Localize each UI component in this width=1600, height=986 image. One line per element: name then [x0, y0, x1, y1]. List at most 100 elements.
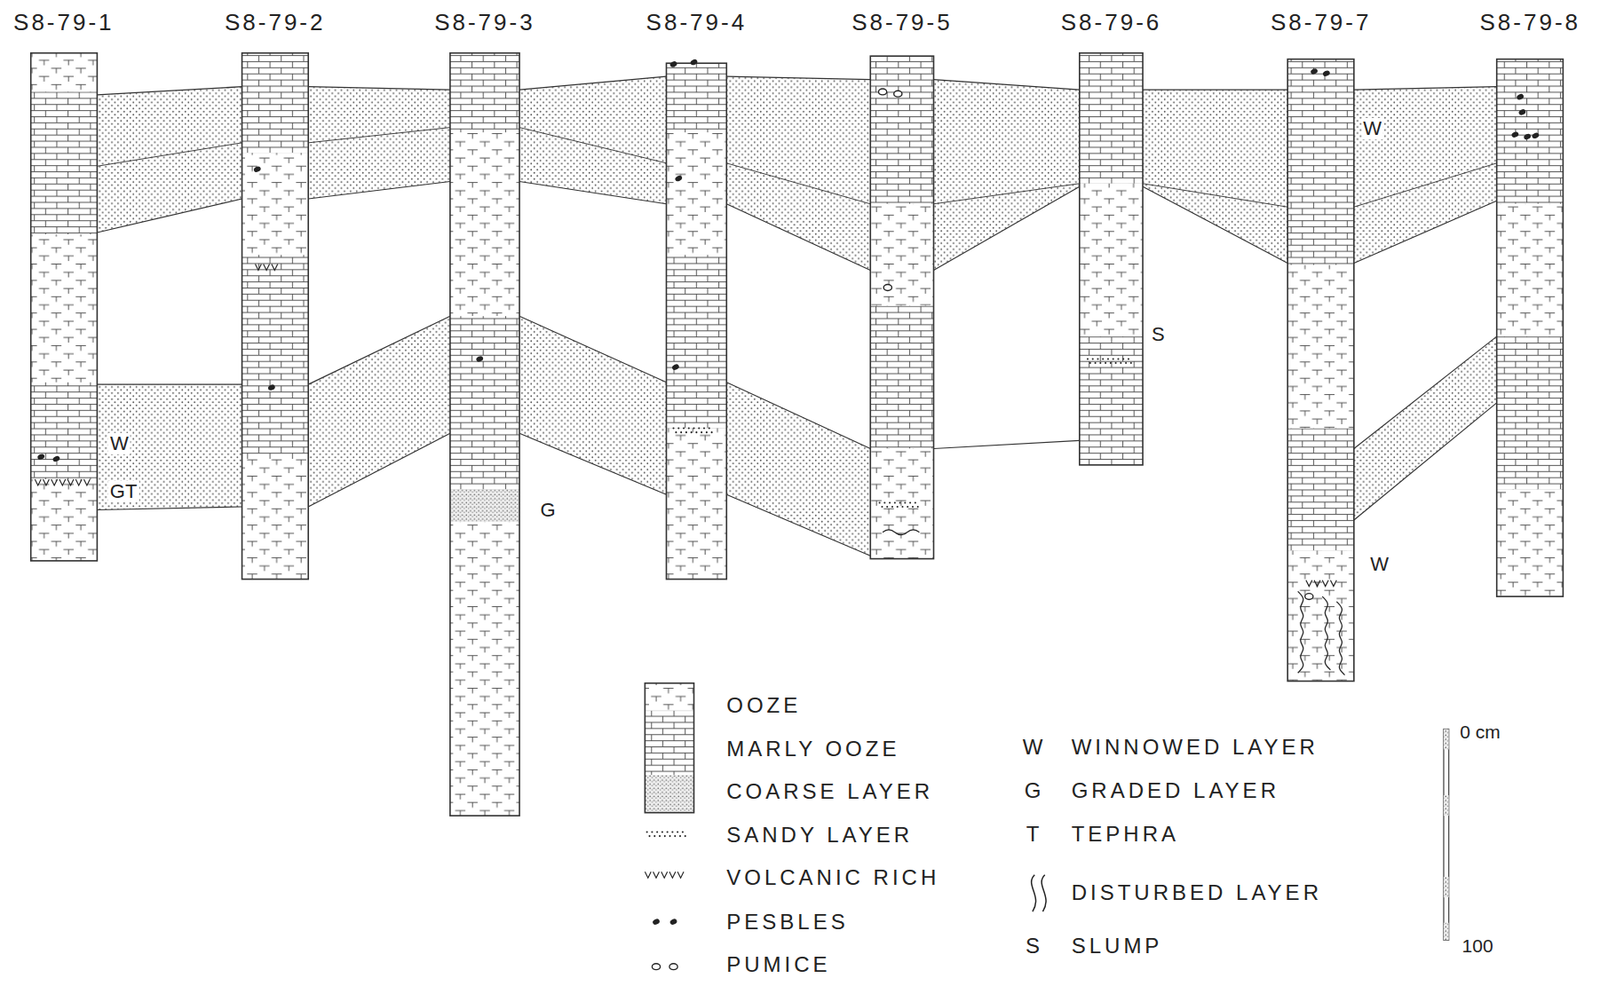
core-lithology — [1497, 489, 1564, 597]
core-lithology — [1079, 53, 1143, 184]
sandy-dot — [1130, 362, 1133, 365]
pebble-symbol — [1309, 67, 1319, 76]
core-lithology — [450, 489, 520, 523]
legend-text: SLUMP — [1071, 934, 1164, 959]
legend-swatch — [644, 683, 694, 712]
sandy-dot — [682, 427, 685, 430]
core-lithology — [1287, 265, 1355, 429]
sandy-dot — [1094, 362, 1097, 365]
core-column-art — [242, 53, 309, 580]
core-name: S8-79-8 — [1476, 8, 1585, 37]
core-lithology — [665, 132, 727, 255]
core-name: S8-79-7 — [1267, 8, 1376, 37]
core-name: S8-79-2 — [221, 8, 330, 37]
sandy-dot — [917, 506, 919, 508]
sandy-dot — [1116, 357, 1119, 360]
correlation-line — [308, 87, 451, 90]
core-lithology — [31, 234, 98, 383]
sandy-dot — [681, 831, 684, 833]
sandy-dot — [903, 501, 906, 504]
disturbed-symbol — [1336, 601, 1345, 676]
core-column-art — [665, 63, 727, 579]
core-lithology — [1497, 204, 1564, 337]
core-column-art — [870, 55, 934, 559]
sandy-dot — [911, 506, 914, 508]
correlation-band — [519, 316, 666, 495]
correlation-line — [519, 433, 666, 495]
sandy-dot — [666, 831, 669, 833]
scale-bar-segment — [1443, 923, 1450, 942]
scale-label: 100 — [1460, 936, 1496, 958]
core-symbols — [34, 58, 1540, 676]
correlation-band — [726, 382, 871, 556]
correlation-line — [519, 76, 666, 90]
sandy-dot — [1109, 362, 1112, 365]
legend-art — [644, 683, 1449, 971]
core-column: S8-79-4 — [642, 8, 752, 580]
core-name: S8-79-4 — [642, 8, 752, 37]
sandy-dot — [673, 835, 676, 838]
legend-text: WINNOWED LAYER — [1071, 736, 1319, 760]
correlation-line — [934, 79, 1080, 90]
correlation-band — [519, 76, 666, 205]
sandy-dot — [700, 431, 703, 434]
pumice-symbol — [669, 964, 678, 971]
core-annotation: G — [538, 499, 558, 522]
sandy-dot — [649, 835, 651, 838]
core-lithology — [1287, 550, 1355, 682]
core-outline — [31, 53, 98, 562]
pumice-symbol — [894, 90, 903, 97]
sandy-dot — [1112, 357, 1115, 360]
sandy-dot — [679, 835, 682, 838]
correlation-line — [934, 186, 1080, 270]
sandy-dot — [653, 835, 656, 838]
sandy-dot — [656, 831, 658, 833]
core-lithology — [870, 449, 934, 560]
correlation-line — [726, 163, 871, 205]
sandy-dot — [1096, 357, 1099, 360]
sandy-dot — [899, 501, 902, 504]
sandy-dot — [880, 506, 883, 508]
pebble-symbol — [651, 918, 661, 927]
correlation-line — [1142, 183, 1288, 207]
core-column: S8-79-1 — [9, 8, 119, 562]
core-lithology — [665, 63, 727, 133]
pumice-symbol — [651, 964, 660, 971]
sandy-dot — [1101, 357, 1104, 360]
sandy-dot — [1107, 357, 1109, 360]
core-name: S8-79-3 — [430, 8, 539, 37]
sandy-dot — [886, 506, 888, 508]
pumice-symbol — [883, 285, 892, 292]
sandy-dot — [658, 835, 661, 838]
correlation-line — [1354, 336, 1498, 449]
legend-text: SANDY LAYER — [726, 823, 913, 848]
sandy-dot — [668, 835, 671, 838]
sandy-dot — [703, 427, 705, 430]
sandy-dot — [664, 835, 666, 838]
core-outline — [1497, 59, 1564, 597]
core-column-art — [1079, 53, 1143, 466]
core-lithology — [242, 152, 309, 255]
disturbed-symbol — [1298, 591, 1304, 674]
scale-bar — [1443, 728, 1450, 941]
legend-swatch-outline — [644, 683, 694, 814]
sandy-dot — [685, 431, 688, 434]
correlation-line — [96, 198, 242, 233]
core-lithology — [870, 55, 934, 205]
correlation-line — [1354, 200, 1498, 263]
core-outline — [450, 53, 520, 816]
core-column: S8-79-5 — [847, 8, 957, 560]
sandy-dot — [680, 431, 682, 434]
legend-swatch — [644, 711, 694, 776]
core-annotation: S — [1149, 324, 1167, 346]
sandy-dot — [705, 431, 708, 434]
core-lithology — [31, 53, 98, 93]
correlation-line — [308, 127, 451, 143]
correlation-line — [1354, 163, 1498, 207]
volcanic-symbol — [34, 479, 90, 486]
sandy-dot — [650, 831, 653, 833]
scale-label: 0 cm — [1457, 722, 1503, 744]
core-lithology — [242, 254, 309, 460]
correlation-line — [519, 127, 666, 164]
correlation-band — [934, 79, 1080, 271]
